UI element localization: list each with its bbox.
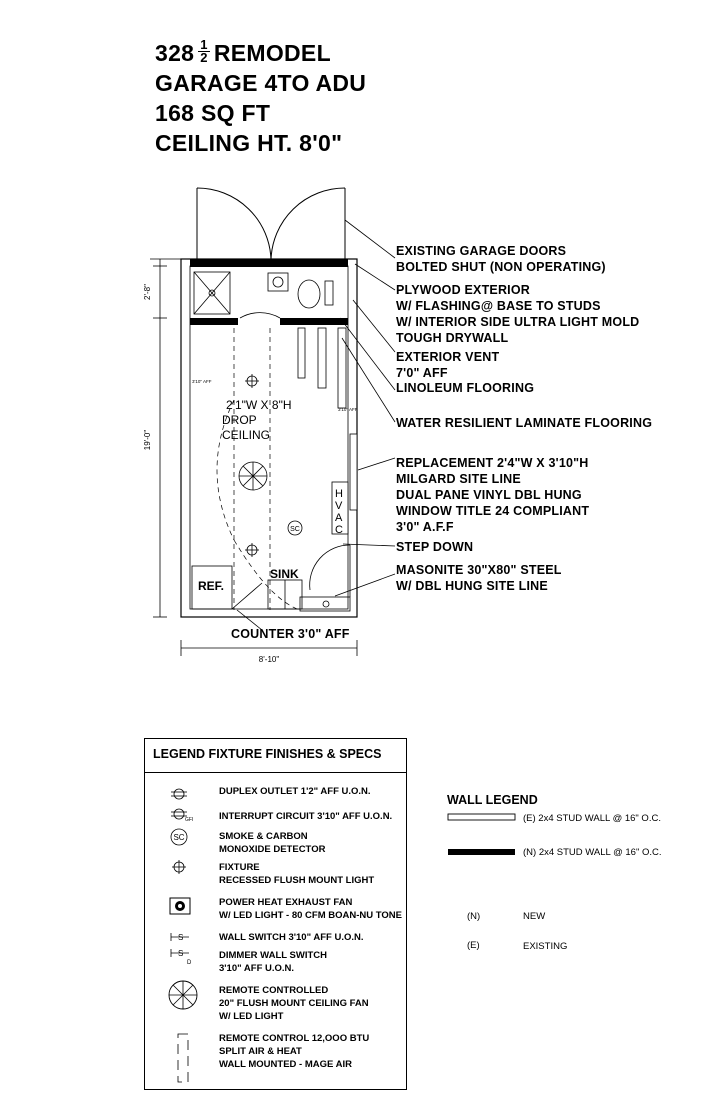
svg-text:GFI: GFI [185,817,193,823]
ceiling-fan-icon [168,980,198,1010]
svg-text:S: S [178,949,183,958]
wall-legend-abbr-n-text: NEW [523,911,546,922]
drop-ceiling-label-1: 2'1"W X 8"H [226,398,292,412]
interrupt-circuit-icon: GFI [171,808,193,823]
wall-legend-abbr-e: (E) [467,940,480,951]
recessed-light-icon [172,860,186,874]
window [349,433,358,511]
callout-window: REPLACEMENT 2'4"W X 3'10"H MILGARD SITE … [396,456,590,534]
split-air-unit-icon [177,1033,189,1083]
callout-plywood-exterior: PLYWOOD EXTERIOR W/ FLASHING@ BASE TO ST… [396,283,640,345]
dimmer-switch-icon: S D [170,949,192,965]
callout-leaders [236,219,396,631]
legend-item-split-air: REMOTE CONTROL 12,OOO BTU SPLIT AIR & HE… [219,1033,370,1070]
smoke-carbon-detector-icon: SC [170,828,188,846]
legend-item-dimmer-switch: DIMMER WALL SWITCH 3'10" AFF U.O.N. [219,950,328,974]
drop-ceiling-label-2: DROP [222,413,257,427]
callout-step-down: STEP DOWN [396,540,474,554]
dim-left-top: 2'-8" [143,284,152,300]
callout-garage-doors: EXISTING GARAGE DOORS BOLTED SHUT (NON O… [396,244,606,274]
callout-laminate-flooring: WATER RESILIENT LAMINATE FLOORING [396,416,653,430]
duplex-outlet-icon [171,788,187,800]
svg-text:S: S [178,933,183,942]
garage-doors [196,187,346,261]
linoleum-strips [297,327,347,409]
wall-legend-abbr-e-text: EXISTING [523,941,568,952]
wall-legend-title: WALL LEGEND [447,793,538,807]
svg-text:D: D [187,960,192,965]
callout-linoleum-flooring: LINOLEUM FLOORING [396,381,535,395]
svg-text:SC: SC [173,833,184,842]
legend-item-smoke-detector: SMOKE & CARBON MONOXIDE DETECTOR [219,831,326,855]
fixture-legend: LEGEND FIXTURE FINISHES & SPECS GFI SC S… [144,738,407,1090]
title-line-3: 168 SQ FT [155,100,271,126]
entry-door [299,544,351,612]
svg-text:C: C [335,524,343,536]
svg-text:SC: SC [290,526,300,533]
bathroom [193,271,334,319]
callout-exterior-vent: EXTERIOR VENT 7'0" AFF [396,350,500,380]
refrigerator-label: REF. [198,579,224,593]
wall-legend-existing: (E) 2x4 STUD WALL @ 16" O.C. [523,813,661,824]
new-walls [190,259,348,325]
wall-legend-abbr-n: (N) [467,911,481,922]
drop-ceiling-label-3: CEILING [222,428,270,442]
exhaust-fan-icon [169,897,191,915]
legend-title: LEGEND FIXTURE FINISHES & SPECS [153,747,382,761]
sink-label: SINK [270,567,299,581]
callout-counter: COUNTER 3'0" AFF [231,627,350,641]
kitchen [191,565,303,610]
legend-item-wall-switch: WALL SWITCH 3'10" AFF U.O.N. [219,932,364,943]
hvac-unit [331,481,349,535]
svg-text:V: V [335,500,343,512]
recessed-lights [245,374,259,557]
dim-bottom: 8'-10" [259,655,280,664]
wall-legend-swatches [447,813,516,855]
ceiling-fan [238,461,268,491]
legend-item-interrupt-circuit: INTERRUPT CIRCUIT 3'10" AFF U.O.N. [219,811,393,822]
drop-ceiling [216,328,301,611]
floor-plan: 2'-8" 19'-0" 8'-10" 2'1"W X 8"H DROP CEI… [143,187,396,664]
svg-text:3'10" AFF: 3'10" AFF [338,407,358,412]
legend-divider [145,772,406,773]
svg-text:H: H [335,488,343,500]
title-line-4: CEILING HT. 8'0" [155,130,343,156]
legend-item-exhaust-fan: POWER HEAT EXHAUST FAN W/ LED LIGHT - 80… [219,897,402,921]
legend-item-recessed-light: FIXTURE RECESSED FLUSH MOUNT LIGHT [219,862,375,886]
dimension-lines [150,258,358,656]
wall-switch-icon: S [170,933,189,942]
legend-item-duplex-outlet: DUPLEX OUTLET 1'2" AFF U.O.N. [219,786,371,797]
callout-masonite-door: MASONITE 30"X80" STEEL W/ DBL HUNG SITE … [396,563,562,593]
title-line-2: GARAGE 4TO ADU [155,70,367,96]
smoke-detector [287,520,303,536]
svg-text:3'10" AFF: 3'10" AFF [192,379,212,384]
svg-text:A: A [335,512,343,524]
legend-item-ceiling-fan: REMOTE CONTROLLED 20" FLUSH MOUNT CEILIN… [219,985,369,1022]
wall-legend-new: (N) 2x4 STUD WALL @ 16" O.C. [523,847,662,858]
dim-left-main: 19'-0" [143,430,152,451]
